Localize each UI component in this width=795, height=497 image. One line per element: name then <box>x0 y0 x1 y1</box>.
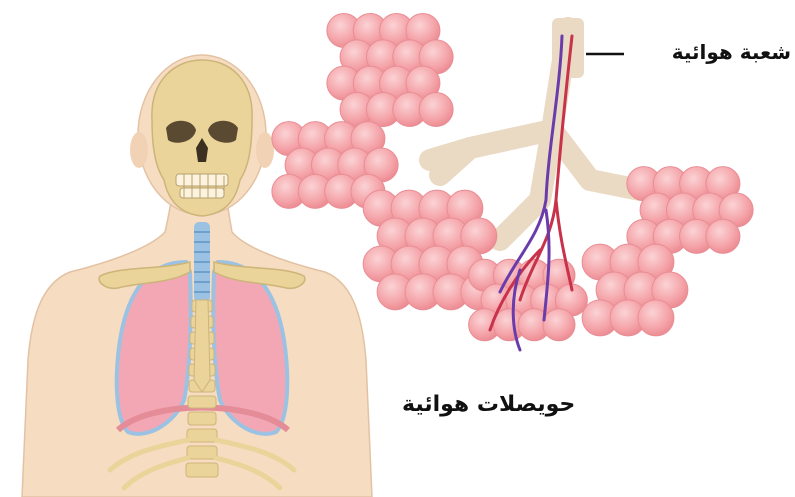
alveolus <box>706 219 740 253</box>
right-ear <box>256 132 274 168</box>
trachea-rings <box>194 232 210 292</box>
alveoli-lower-left-cluster <box>363 190 497 310</box>
alveolus <box>419 93 453 127</box>
left-ear <box>130 132 148 168</box>
alveoli-label: حويصلات هوائية <box>402 392 575 417</box>
sternum <box>194 300 210 392</box>
alveoli-lower-right-cluster <box>582 244 688 336</box>
lower-teeth <box>180 188 224 198</box>
torso-figure <box>22 55 372 497</box>
alveolus <box>543 309 575 341</box>
alveoli-top-cluster <box>327 13 453 126</box>
alveoli-center-cluster <box>469 259 588 341</box>
bronchiole-label: شعبة هوائية <box>672 40 791 64</box>
alveolus <box>638 300 674 336</box>
alveoli-right-cluster <box>627 167 753 254</box>
